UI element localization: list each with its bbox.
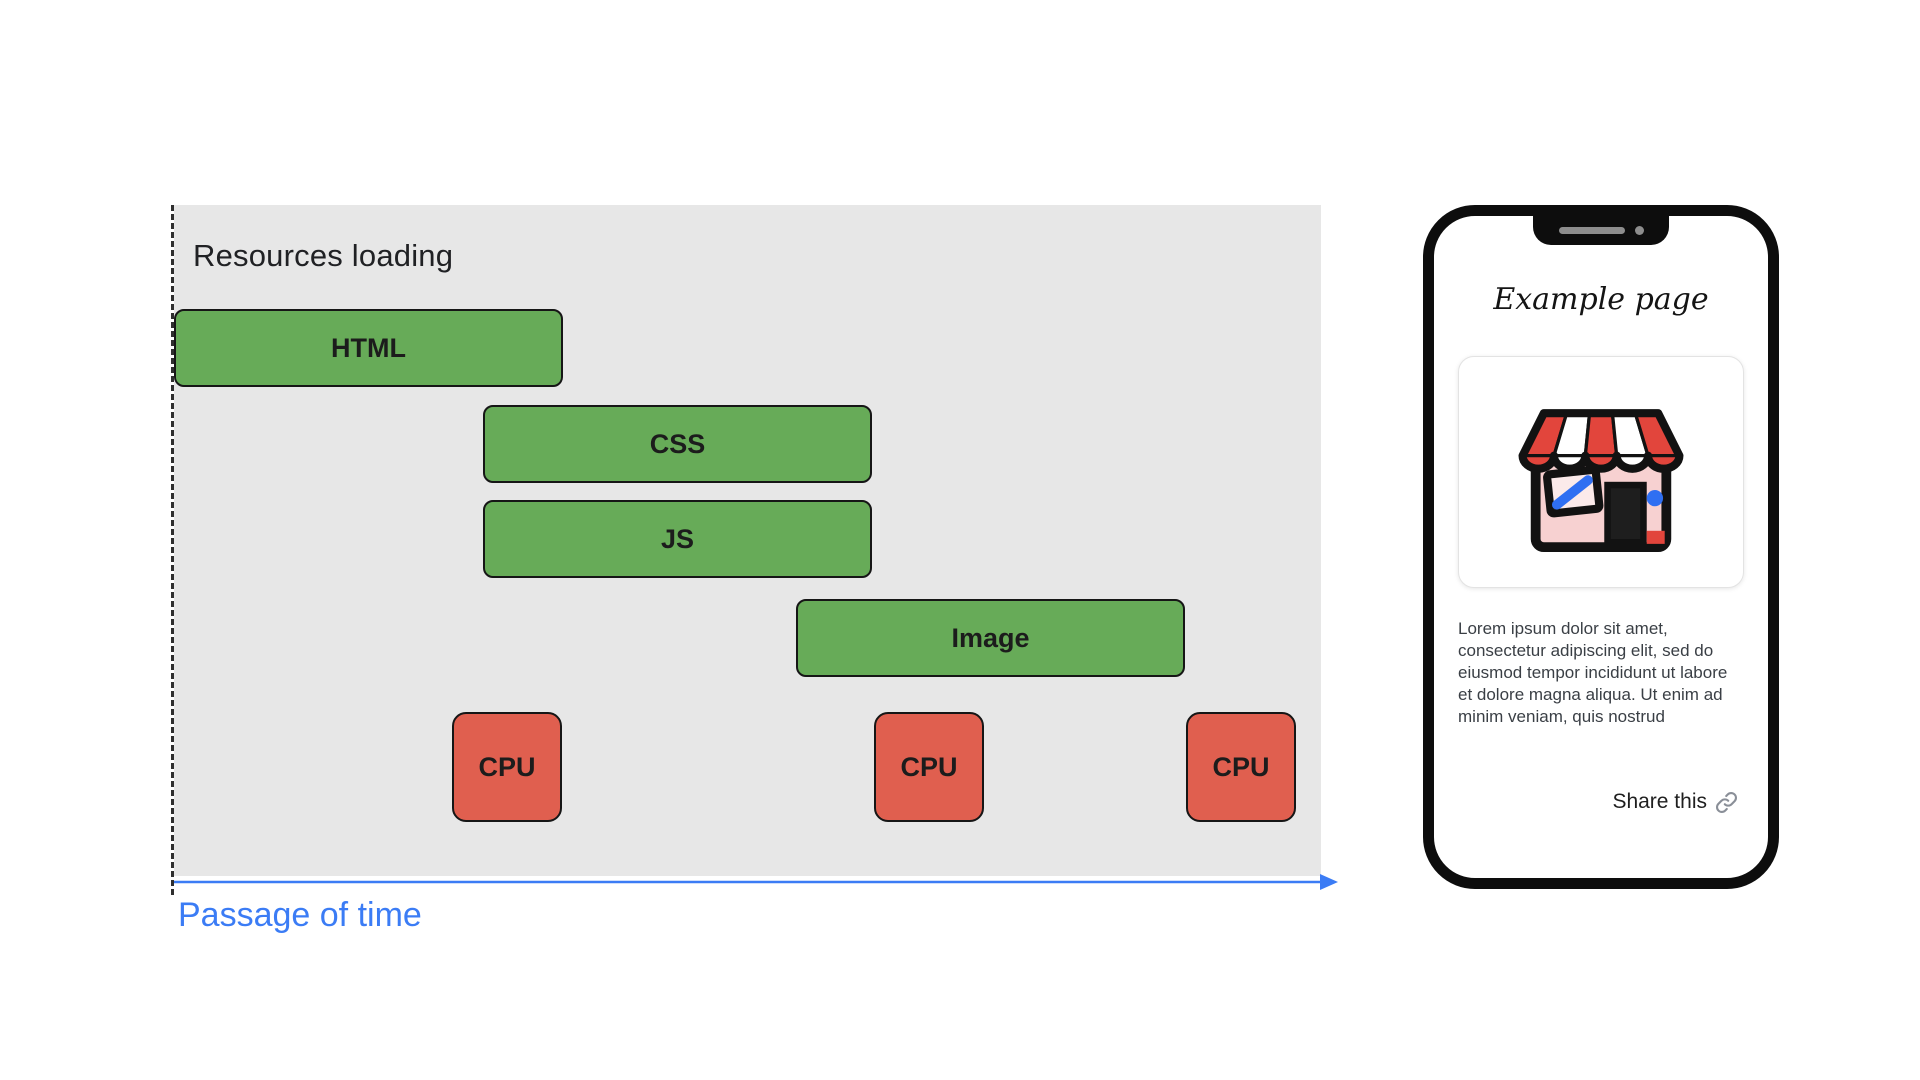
resource-bar-label: HTML (331, 332, 406, 363)
resource-bar-image: Image (796, 599, 1185, 677)
phone-notch (1533, 215, 1669, 245)
cpu-block-label: CPU (1212, 751, 1270, 782)
resource-bar-css: CSS (483, 405, 872, 483)
cpu-block: CPU (874, 712, 984, 822)
share-this-label: Share this (1612, 790, 1707, 813)
resource-bar-label: CSS (649, 428, 706, 459)
resource-bar-label: Image (951, 622, 1030, 653)
phone-mockup: Example page (1423, 205, 1779, 889)
link-icon (1716, 791, 1737, 813)
cpu-block-label: CPU (478, 751, 536, 782)
time-axis-label: Passage of time (178, 896, 422, 934)
share-this-link[interactable]: Share this (1612, 790, 1738, 814)
time-axis-arrow-icon (174, 874, 1338, 890)
phone-speaker-icon (1558, 226, 1625, 234)
hero-image-card (1458, 356, 1744, 588)
phone-camera-icon (1634, 225, 1644, 235)
storefront-icon (1518, 409, 1684, 553)
cpu-block: CPU (1186, 712, 1296, 822)
timeline-start-dashed-line (171, 205, 174, 895)
example-page-title: Example page (1493, 282, 1709, 317)
resource-bar-label: JS (660, 523, 695, 554)
resource-bar-js: JS (483, 500, 872, 578)
lorem-body-text: Lorem ipsum dolor sit amet, consectetur … (1458, 619, 1728, 727)
cpu-block: CPU (452, 712, 562, 822)
resource-bar-html: HTML (174, 309, 563, 387)
cpu-block-label: CPU (900, 751, 958, 782)
diagram-title: Resources loading (193, 238, 454, 273)
